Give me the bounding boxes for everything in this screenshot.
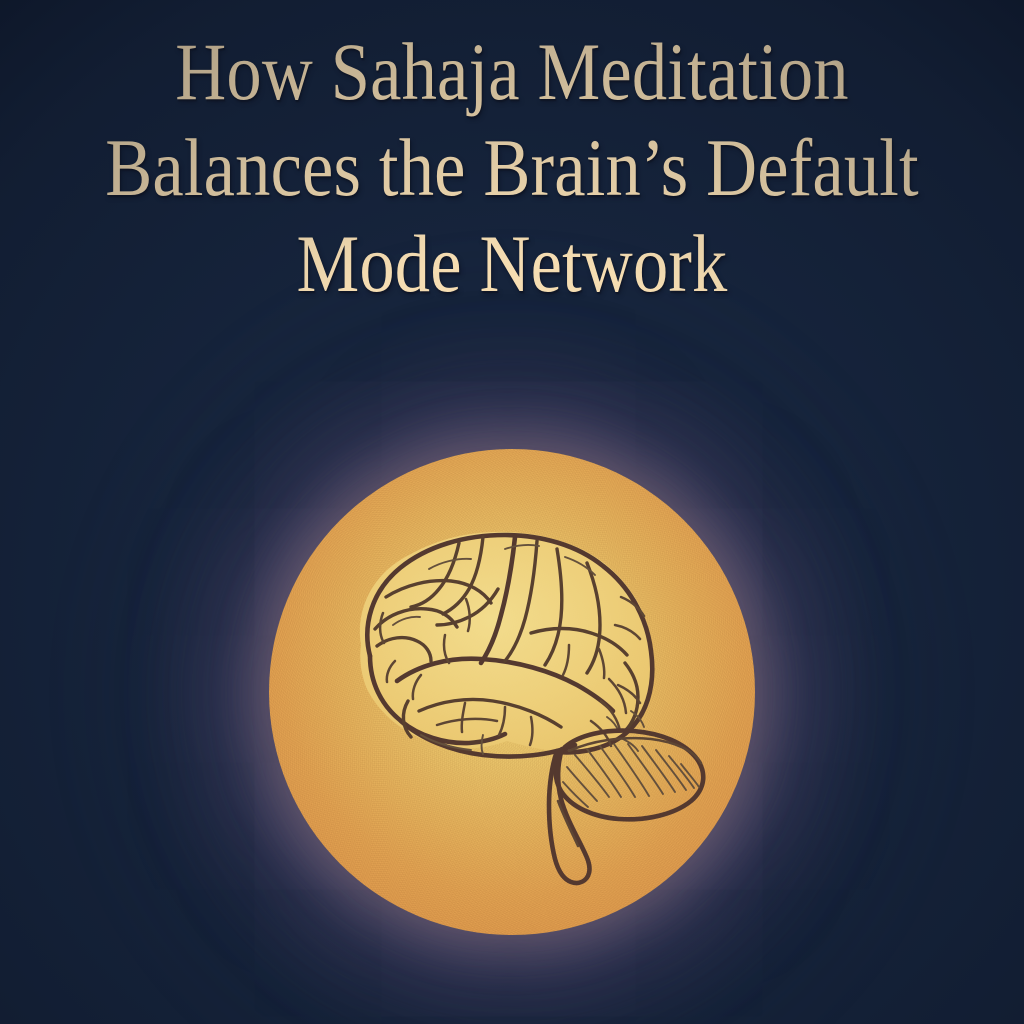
- poster-headline: How Sahaja Meditation Balances the Brain…: [0, 24, 1024, 312]
- headline-line-1: How Sahaja Meditation: [175, 26, 849, 117]
- headline-line-2: Balances the Brain’s Default: [105, 122, 919, 213]
- brain-line-art: .bl { fill:none; stroke:#54392f; stroke-…: [359, 531, 706, 886]
- brain-illustration: .bl { fill:none; stroke:#54392f; stroke-…: [269, 449, 755, 935]
- headline-line-3: Mode Network: [296, 218, 728, 309]
